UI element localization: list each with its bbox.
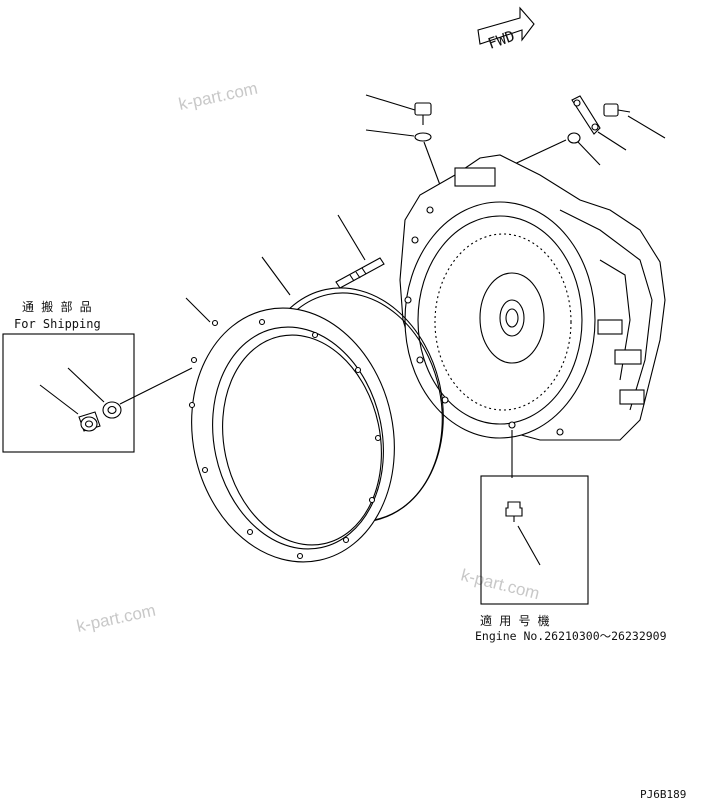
dowel-pin xyxy=(335,214,385,289)
top-bolt xyxy=(365,94,441,186)
serial-title-jp: 適 用 号 機 xyxy=(480,613,550,628)
watermark: k-part.com xyxy=(75,601,157,636)
shipping-title-en: For Shipping xyxy=(14,317,101,331)
watermark: k-part.com xyxy=(459,565,542,603)
serial-engine-range: Engine No.26210300～26232909 xyxy=(475,629,667,643)
shipping-title-jp: 通 搬 部 品 xyxy=(22,299,92,314)
shipping-parts-box: 通 搬 部 品 For Shipping xyxy=(2,299,193,453)
flywheel-housing xyxy=(399,154,666,478)
serial-box: 適 用 号 機 Engine No.26210300～26232909 xyxy=(475,475,667,643)
side-bolt xyxy=(603,103,666,139)
spacer-ring xyxy=(185,297,395,563)
drawing-code: PJ6B189 xyxy=(640,788,686,801)
watermark: k-part.com xyxy=(177,79,259,114)
fwd-arrow-icon: FWD xyxy=(477,6,535,53)
bracket-plate xyxy=(571,95,627,151)
